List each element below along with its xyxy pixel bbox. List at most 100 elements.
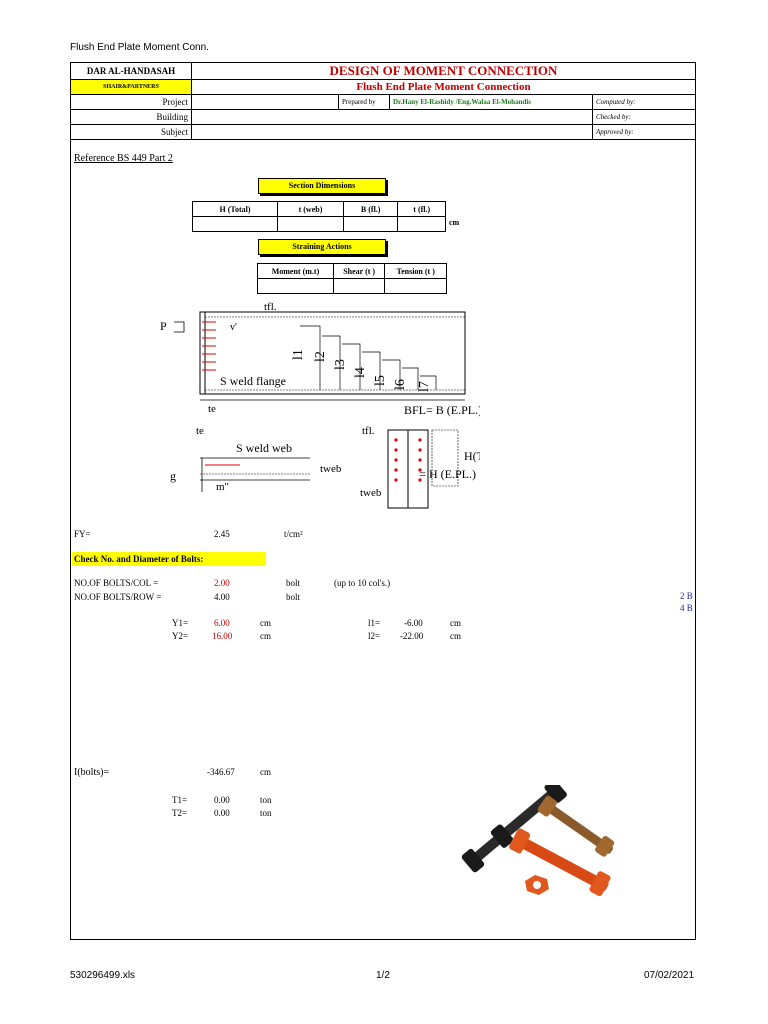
project-value[interactable] <box>191 94 339 110</box>
v-label: v' <box>230 322 237 333</box>
tfl-label: tfl. <box>264 301 277 313</box>
header-table: DAR AL-HANDASAH DESIGN OF MOMENT CONNECT… <box>70 62 696 140</box>
section-dimensions-table: H (Total) t (web) B (fl.) t (fl.) <box>191 201 446 232</box>
page-header-title: Flush End Plate Moment Conn. <box>70 42 209 53</box>
main-title: DESIGN OF MOMENT CONNECTION <box>191 62 696 80</box>
partners-label: SHAIR&PARTNERS <box>70 79 192 95</box>
tension-input[interactable] <box>384 278 447 294</box>
l1-unit: cm <box>450 618 461 628</box>
fy-unit: t/cm² <box>284 529 303 539</box>
right-note-2: 4 B <box>680 603 693 613</box>
i-bolts-unit: cm <box>260 767 271 777</box>
t1-label: T1= <box>172 795 188 805</box>
bolts-photo <box>461 785 615 897</box>
te2-label: te <box>196 425 204 437</box>
h-epl-label: = H (E.PL.) <box>419 467 476 481</box>
tweb-label: tweb <box>320 463 342 475</box>
b-fl-input[interactable] <box>342 216 399 232</box>
l5-label: l5 <box>373 375 388 386</box>
t2-value: 0.00 <box>214 808 230 818</box>
weld-web-label: S weld web <box>236 441 292 455</box>
bolts-col-value[interactable]: 2.00 <box>214 578 230 588</box>
l2-value: -22.00 <box>400 631 424 641</box>
prepared-by-value: Dr.Hany El-Rashidy /Eng.Walaa El-Mohandi… <box>389 94 593 110</box>
l4-label: l4 <box>353 367 368 378</box>
col-t-fl: t (fl.) <box>397 201 446 217</box>
subject-label: Subject <box>70 124 192 140</box>
col-shear: Shear (t ) <box>332 263 386 279</box>
t2-label: T2= <box>172 808 188 818</box>
l1-eq-label: l1= <box>368 618 381 628</box>
checked-by-label: Checked by: <box>592 109 696 125</box>
subject-value[interactable] <box>191 124 593 140</box>
approved-by-label: Approved by: <box>592 124 696 140</box>
h-total-input[interactable] <box>191 216 279 232</box>
l1-label: l1 <box>291 349 306 360</box>
bfl-label: BFL= B (E.PL.) <box>404 403 480 417</box>
t-fl-input[interactable] <box>397 216 446 232</box>
bolts-col-note: (up to 10 col's.) <box>334 578 391 588</box>
black-bolt <box>461 785 567 873</box>
project-label: Project <box>70 94 192 110</box>
moment-input[interactable] <box>257 278 334 294</box>
bolts-row-value: 4.00 <box>214 592 230 602</box>
t1-value: 0.00 <box>214 795 230 805</box>
i-bolts-label: I(bolts)= <box>74 767 110 778</box>
orange-bolt <box>509 828 611 897</box>
weld-flange-label: S weld flange <box>220 374 286 388</box>
l7-label: l7 <box>417 381 432 392</box>
l2-unit: cm <box>450 631 461 641</box>
p-label: P <box>160 319 167 333</box>
straining-actions-title: Straining Actions <box>258 239 386 255</box>
footer-file: 530296499.xls <box>70 970 136 981</box>
l3-label: l3 <box>333 359 348 370</box>
fy-value: 2.45 <box>214 529 230 539</box>
tweb2-label: tweb <box>360 487 382 499</box>
m-label: m" <box>216 481 229 493</box>
col-moment: Moment (m.t) <box>257 263 334 279</box>
bolts-col-unit: bolt <box>286 578 301 588</box>
y1-unit: cm <box>260 618 271 628</box>
section-dimensions-title: Section Dimensions <box>258 178 386 194</box>
computed-by-label: Computed by: <box>592 94 696 110</box>
te-label: te <box>208 403 216 415</box>
y1-label: Y1= <box>172 618 189 628</box>
right-note-1: 2 B <box>680 591 693 601</box>
section-unit: cm <box>449 218 460 227</box>
bolts-row-label: NO.OF BOLTS/ROW = <box>74 592 162 602</box>
g-label: g <box>170 469 176 483</box>
y2-unit: cm <box>260 631 271 641</box>
connection-diagram: l1 l2 l3 l4 l5 l6 l7 P v' tfl. S weld fl… <box>160 301 480 509</box>
bolts-row-unit: bolt <box>286 592 301 602</box>
col-t-web: t (web) <box>277 201 344 217</box>
footer-date: 07/02/2021 <box>644 970 695 981</box>
footer-page: 1/2 <box>376 970 390 981</box>
company-name: DAR AL-HANDASAH <box>70 62 192 80</box>
col-tension: Tension (t ) <box>384 263 447 279</box>
t1-unit: ton <box>260 795 272 805</box>
beam-outline <box>199 311 466 395</box>
bronze-bolt <box>537 795 615 857</box>
building-value[interactable] <box>191 109 593 125</box>
col-b-fl: B (fl.) <box>342 201 399 217</box>
l2-label: l2 <box>313 351 328 362</box>
sub-title: Flush End Plate Moment Connection <box>191 79 696 95</box>
l1-value: -6.00 <box>404 618 423 628</box>
prepared-by-label: Prepared by <box>338 94 390 110</box>
straining-actions-table: Moment (m.t) Shear (t ) Tension (t ) <box>257 263 447 294</box>
l6-label: l6 <box>393 379 408 390</box>
i-bolts-value: -346.67 <box>207 767 235 777</box>
y2-label: Y2= <box>172 631 189 641</box>
reference-text: Reference BS 449 Part 2 <box>74 153 173 164</box>
shear-input[interactable] <box>332 278 386 294</box>
y2-value[interactable]: 16.00 <box>212 631 233 641</box>
bolts-col-label: NO.OF BOLTS/COL = <box>74 578 159 588</box>
t-web-input[interactable] <box>277 216 344 232</box>
bolts-section-title: Check No. and Diameter of Bolts: <box>72 552 266 566</box>
fy-label: FY= <box>74 529 91 539</box>
l2-eq-label: l2= <box>368 631 381 641</box>
t2-unit: ton <box>260 808 272 818</box>
tfl2-label: tfl. <box>362 425 375 437</box>
building-label: Building <box>70 109 192 125</box>
y1-value[interactable]: 6.00 <box>214 618 230 628</box>
